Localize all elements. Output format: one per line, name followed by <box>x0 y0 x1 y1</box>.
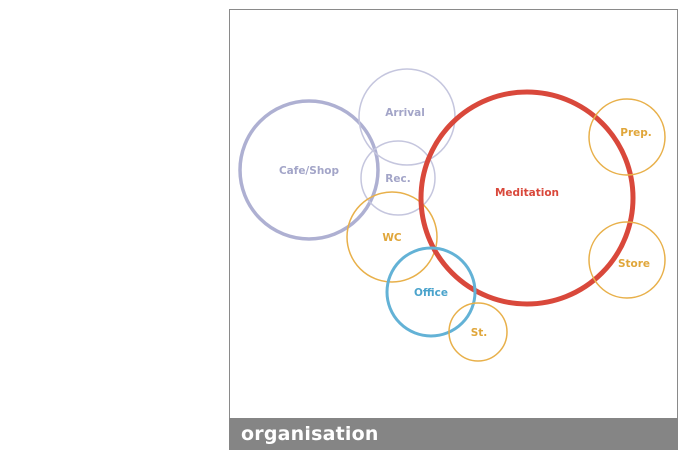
rec-circle <box>360 140 436 216</box>
wc-circle <box>346 191 438 283</box>
store-label: Store <box>618 258 650 270</box>
footer-title: organisation <box>241 423 379 445</box>
office-circle <box>385 246 477 338</box>
prep-circle <box>588 98 666 176</box>
cafe-shop-circle <box>238 99 380 241</box>
meditation-label: Meditation <box>495 187 559 199</box>
arrival-label: Arrival <box>385 107 425 119</box>
wc-label: WC <box>382 232 402 244</box>
st-label: St. <box>471 327 488 339</box>
prep-label: Prep. <box>620 127 652 139</box>
meditation-circle <box>418 89 636 307</box>
store-circle <box>588 221 666 299</box>
office-label: Office <box>414 287 448 299</box>
cafe-shop-label: Cafe/Shop <box>279 165 340 177</box>
footer-bar: organisation <box>229 418 678 450</box>
rec-label: Rec. <box>385 173 410 185</box>
st-circle <box>448 302 508 362</box>
